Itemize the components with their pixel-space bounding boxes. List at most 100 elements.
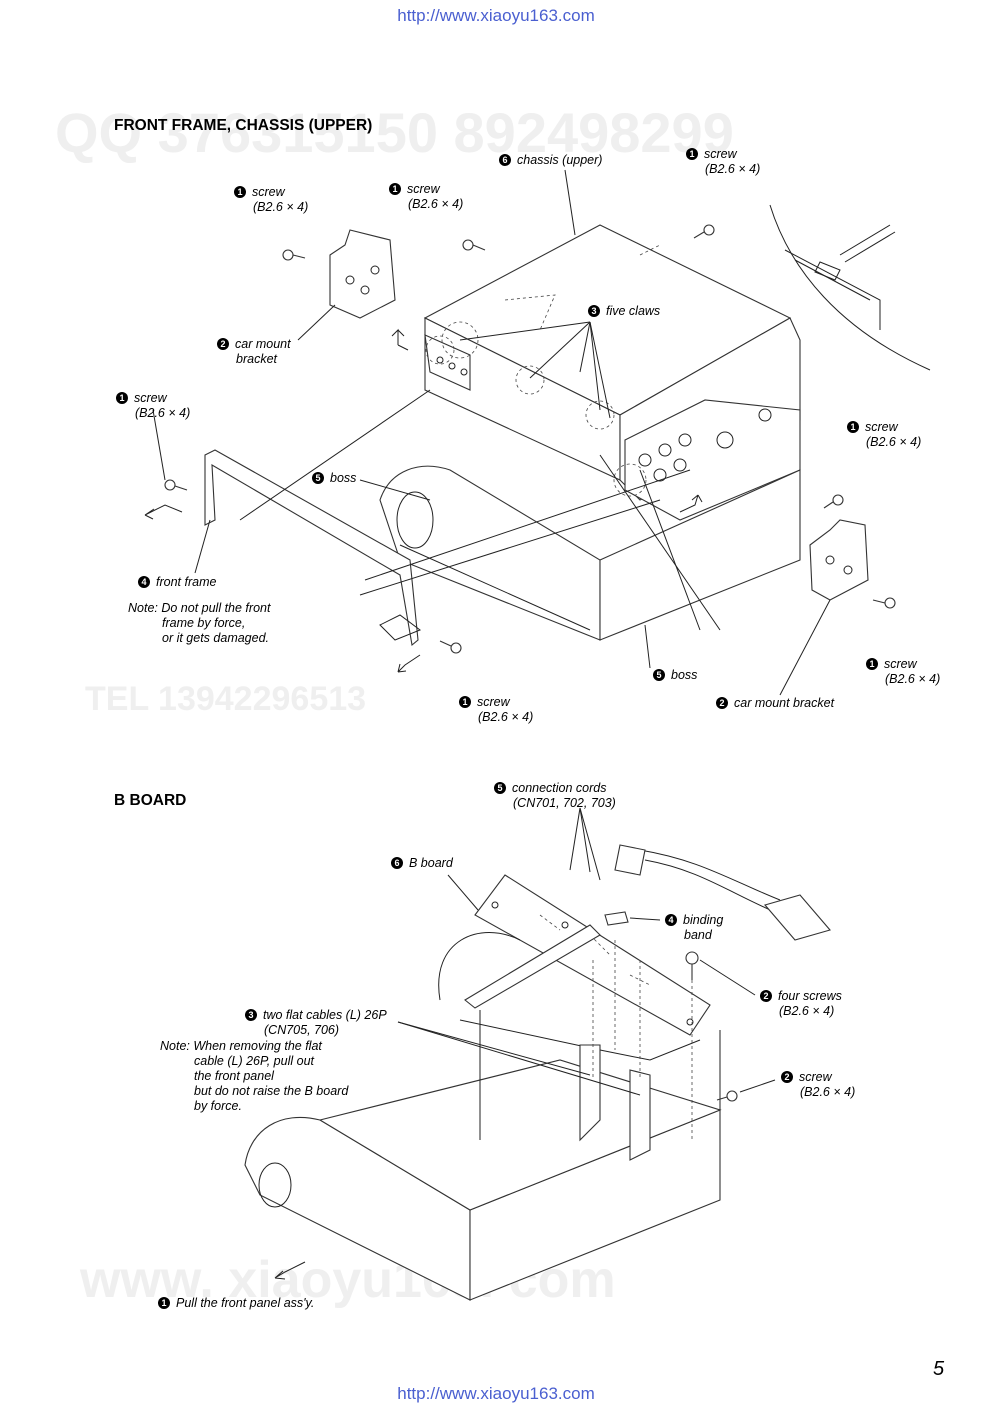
label-text: screw (407, 182, 440, 196)
label-text: chassis (upper) (517, 153, 603, 167)
label-five-claws: 3 five claws (588, 304, 660, 319)
note-line: Note: Do not pull the front (128, 601, 271, 615)
note-line: frame by force, (162, 616, 246, 630)
callout-number: 1 (116, 392, 128, 404)
note-line: by force. (194, 1099, 242, 1113)
label-screw-bottom-middle: 1 screw (B2.6 × 4) (459, 695, 533, 725)
label-car-mount-bracket-left: 2 car mount bracket (217, 337, 291, 367)
section1-title: FRONT FRAME, CHASSIS (UPPER) (114, 117, 373, 134)
label-spec: (B2.6 × 4) (885, 672, 941, 686)
label-b-board: 6 B board (391, 856, 453, 871)
label-text: front frame (156, 575, 217, 589)
label-text: screw (134, 391, 167, 405)
callout-number: 2 (716, 697, 728, 709)
arrow-down-left (397, 654, 421, 673)
label-spec: (B2.6 × 4) (408, 197, 464, 211)
callout-number: 1 (389, 183, 401, 195)
note-front-frame: Note: Do not pull the front frame by for… (128, 601, 270, 646)
label-text: B board (409, 856, 453, 870)
label-spec: (B2.6 × 4) (866, 435, 922, 449)
header-url[interactable]: http://www.xiaoyu163.com (397, 6, 595, 25)
pull-arrow (274, 1261, 306, 1280)
note-line: cable (L) 26P, pull out (194, 1054, 314, 1068)
label-spec: (B2.6 × 4) (253, 200, 309, 214)
car-mount-bracket-left (329, 229, 396, 319)
label-text: screw (252, 185, 285, 199)
chassis-left-plate (424, 334, 471, 391)
label-text-line2: bracket (236, 352, 277, 366)
label-spec: (CN705, 706) (264, 1023, 340, 1037)
label-text: two flat cables (L) 26P (263, 1008, 387, 1022)
label-text: car mount (235, 337, 291, 351)
label-chassis-upper: 6 chassis (upper) (499, 153, 602, 168)
label-text: screw (799, 1070, 832, 1084)
callout-number: 4 (138, 576, 150, 588)
label-text: four screws (778, 989, 842, 1003)
note-line: the front panel (194, 1069, 274, 1083)
label-screw-bottom: 2 screw (B2.6 × 4) (781, 1070, 855, 1100)
label-spec: (B2.6 × 4) (135, 406, 191, 420)
callout-number: 3 (245, 1009, 257, 1021)
callout-number: 1 (459, 696, 471, 708)
label-spec: (B2.6 × 4) (478, 710, 534, 724)
label-text: screw (477, 695, 510, 709)
label-text: five claws (606, 304, 661, 318)
label-two-flat-cables: 3 two flat cables (L) 26P (CN705, 706) (245, 1008, 387, 1038)
label-text: car mount bracket (734, 696, 835, 710)
note-line: but do not raise the B board (194, 1084, 349, 1098)
label-text: screw (704, 147, 737, 161)
label-connection-cords: 5 connection cords (CN701, 702, 703) (494, 781, 616, 811)
label-car-mount-bracket-right: 2 car mount bracket (716, 696, 834, 711)
callout-number: 6 (391, 857, 403, 869)
label-boss-top: 5 boss (312, 471, 356, 486)
label-spec: (B2.6 × 4) (800, 1085, 856, 1099)
callout-number: 1 (234, 186, 246, 198)
callout-number: 5 (494, 782, 506, 794)
callout-number: 2 (217, 338, 229, 350)
callout-number: 1 (158, 1297, 170, 1309)
label-spec: (B2.6 × 4) (779, 1004, 835, 1018)
note-flat-cable: Note: When removing the flat cable (L) 2… (160, 1039, 348, 1114)
label-text: connection cords (512, 781, 607, 795)
note-line: or it gets damaged. (162, 631, 270, 645)
label-text: screw (884, 657, 917, 671)
arrow-left (144, 504, 183, 520)
label-text: screw (865, 420, 898, 434)
label-screw-right: 1 screw (B2.6 × 4) (847, 420, 921, 450)
arrow-up-left (391, 328, 409, 351)
callout-number: 2 (760, 990, 772, 1002)
label-screw-top-left: 1 screw (B2.6 × 4) (234, 185, 308, 215)
label-screw-right-bottom: 1 screw (B2.6 × 4) (866, 657, 940, 687)
note-line: Note: When removing the flat (160, 1039, 322, 1053)
label-front-frame: 4 front frame (138, 575, 216, 590)
label-text: boss (330, 471, 357, 485)
watermark-tel: TEL 13942296513 (85, 680, 367, 718)
callout-number: 3 (588, 305, 600, 317)
label-spec: (CN701, 702, 703) (513, 796, 616, 810)
detail-magnifier-outline (769, 204, 931, 371)
callout-number: 1 (866, 658, 878, 670)
callout-number: 5 (653, 669, 665, 681)
callout-number: 1 (847, 421, 859, 433)
callout-number: 2 (781, 1071, 793, 1083)
watermark-qq: QQ 376315150 892498299 (55, 101, 734, 164)
page-number: 5 (933, 1358, 945, 1380)
label-text: binding (683, 913, 724, 927)
callout-number: 1 (686, 148, 698, 160)
label-screw-top-middle: 1 screw (B2.6 × 4) (389, 182, 463, 212)
label-boss-bottom: 5 boss (653, 668, 697, 683)
label-text-line2: band (684, 928, 712, 942)
front-frame-shape (204, 449, 419, 647)
b-board-shape (474, 874, 711, 1036)
footer-url[interactable]: http://www.xiaoyu163.com (397, 1384, 595, 1403)
label-text: boss (671, 668, 698, 682)
arrow-up-right (679, 494, 703, 513)
callout-number: 6 (499, 154, 511, 166)
car-mount-bracket-right (809, 519, 869, 601)
cable (639, 849, 781, 901)
label-screw-left: 1 screw (B2.6 × 4) (116, 391, 190, 421)
callout-number: 5 (312, 472, 324, 484)
